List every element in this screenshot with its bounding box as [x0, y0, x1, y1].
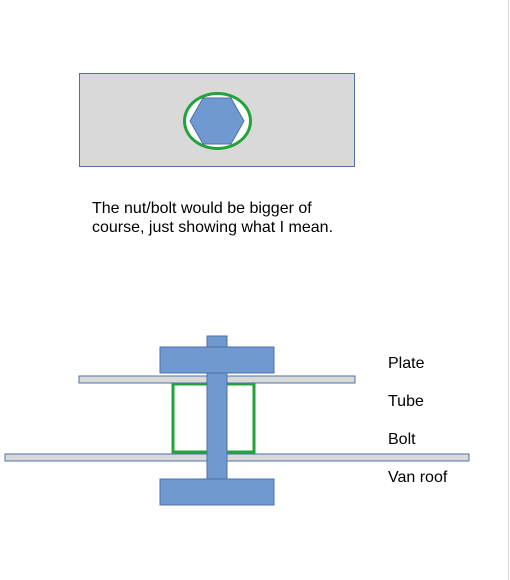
- label-plate: Plate: [388, 355, 425, 372]
- label-bolt: Bolt: [388, 431, 416, 448]
- hex-nut-top-view: [189, 97, 245, 145]
- page-edge: [508, 0, 509, 580]
- van-roof-cross-section: [4, 453, 470, 462]
- note-text: The nut/bolt would be bigger of course, …: [92, 200, 334, 236]
- label-tube: Tube: [388, 393, 424, 410]
- label-van-roof: Van roof: [388, 469, 448, 486]
- nut: [159, 478, 275, 506]
- bolt-head: [159, 346, 275, 374]
